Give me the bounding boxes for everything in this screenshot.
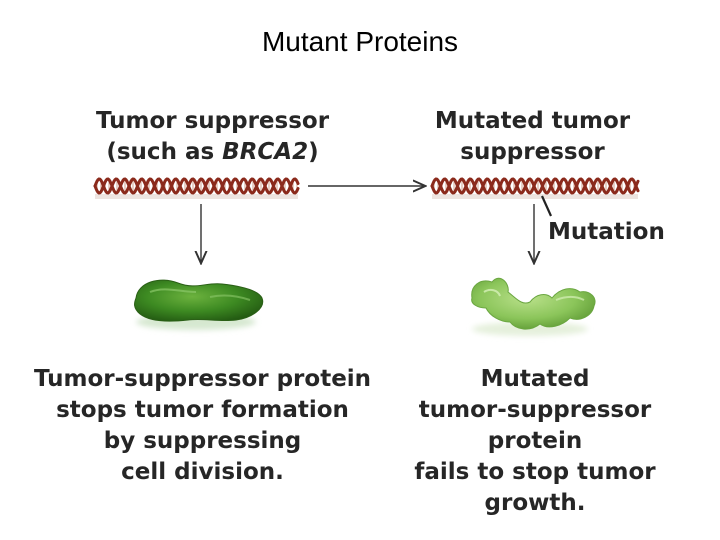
right-gene-label: Mutated tumor suppressor [410, 106, 655, 168]
right-caption-line-1: Mutated [480, 366, 590, 392]
left-gene-subtitle-suffix: ) [308, 139, 319, 165]
right-gene-title-line-2: suppressor [460, 139, 605, 165]
right-gene-title-line-1: Mutated tumor [434, 108, 631, 134]
left-gene-subtitle-prefix: (such as [106, 139, 223, 165]
mutated-gene-dna [430, 177, 640, 199]
dna-strand [430, 177, 640, 195]
left-protein-caption: Tumor-suppressor protein stops tumor for… [20, 364, 385, 488]
dna-shadow [432, 194, 638, 199]
mutant-protein [471, 277, 596, 336]
left-gene-title: Tumor suppressor [95, 108, 330, 134]
mutation-label: Mutation [548, 219, 665, 245]
dna-shadow [95, 194, 298, 199]
normal-gene-dna [93, 177, 300, 199]
right-protein-caption: Mutated tumor-suppressor protein fails t… [405, 364, 665, 519]
left-caption-line-1: Tumor-suppressor protein [33, 366, 372, 392]
dna-strand [93, 177, 300, 195]
right-caption-line-4: fails to stop tumor [414, 459, 656, 485]
left-caption-line-2: stops tumor formation [56, 397, 349, 423]
left-caption-line-3: by suppressing [103, 428, 302, 454]
left-gene-label: Tumor suppressor (such as BRCA2) [90, 106, 335, 168]
right-caption-line-5: growth. [484, 490, 586, 516]
left-caption-line-4: cell division. [121, 459, 284, 485]
slide-title: Mutant Proteins [261, 26, 459, 57]
right-caption-line-3: protein [487, 428, 583, 454]
right-caption-line-2: tumor-suppressor [418, 397, 652, 423]
mutation-pointer-line [540, 195, 553, 217]
left-gene-subtitle-italic: BRCA2 [222, 139, 309, 165]
normal-protein [134, 279, 264, 330]
left-gene-subtitle: (such as BRCA2) [90, 137, 335, 168]
